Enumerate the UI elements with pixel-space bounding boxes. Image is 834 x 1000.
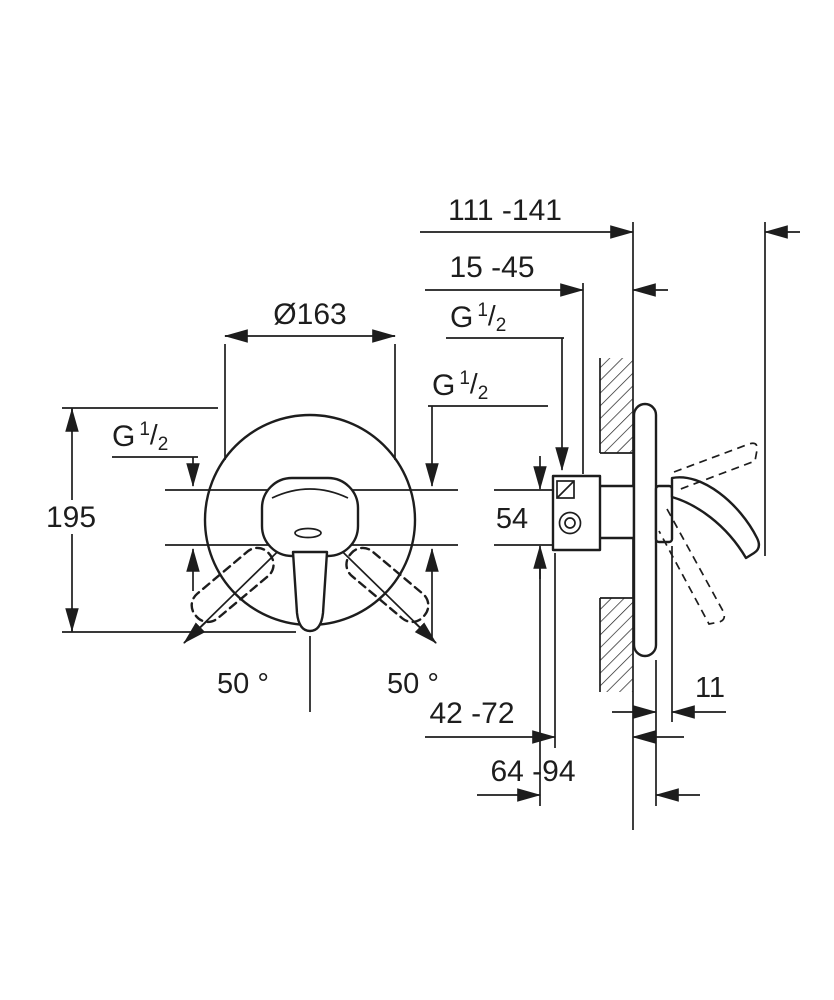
handle-cap-arc [271, 488, 349, 499]
union-nut-outer [558, 511, 582, 535]
dim-42-72-label: 42 -72 [429, 697, 514, 730]
angle-left-label: 50 ° [217, 668, 269, 700]
escutcheon-side [632, 402, 658, 658]
housing-detail-diagonal [556, 480, 575, 499]
thread-sub: 2 [496, 315, 507, 336]
handle-lever-front-left-position [190, 546, 275, 624]
thread-slash: / [150, 419, 158, 450]
height-label: 195 [46, 501, 96, 534]
dim-64-94-label: 64 -94 [490, 755, 575, 788]
dim-11-label: 11 [695, 672, 725, 704]
thread-slash: / [488, 300, 496, 331]
dim-111-141-label: 111 -141 [448, 194, 562, 227]
thread-slash: / [470, 368, 478, 399]
dia-label: Ø163 [273, 298, 346, 331]
thread-sub: 2 [478, 383, 489, 404]
wall-hatch-upper [600, 358, 633, 453]
thread-sub: 2 [158, 434, 169, 455]
handle-lever-side [670, 476, 761, 560]
thread-sup: 1 [477, 300, 488, 321]
side-view [551, 222, 761, 830]
angle-arrow-right [413, 621, 437, 644]
thread-base: G [432, 369, 455, 402]
front-view [165, 413, 458, 712]
thread-sup: 1 [459, 368, 470, 389]
thread-base: G [450, 301, 473, 334]
wall-hatch-lower [600, 598, 633, 692]
handle-lever-side-up-position [673, 442, 758, 491]
angle-right-label: 50 ° [387, 668, 439, 700]
handle-lever-front [291, 550, 329, 633]
thread-sup: 1 [139, 419, 150, 440]
port-spacing-label: 54 [496, 503, 528, 535]
handle-logo-oval [294, 527, 322, 539]
thread-base: G [112, 420, 135, 453]
handle-lever-side-down-position [658, 508, 726, 625]
union-nut-inner [564, 517, 576, 529]
cartridge-housing [551, 474, 602, 552]
housing-detail-square [556, 480, 575, 499]
valve-body-through-wall [596, 484, 636, 540]
handle-lever-front-right-position [345, 546, 430, 624]
dim-15-45-label: 15 -45 [449, 251, 534, 284]
height-label-mask [46, 500, 98, 534]
